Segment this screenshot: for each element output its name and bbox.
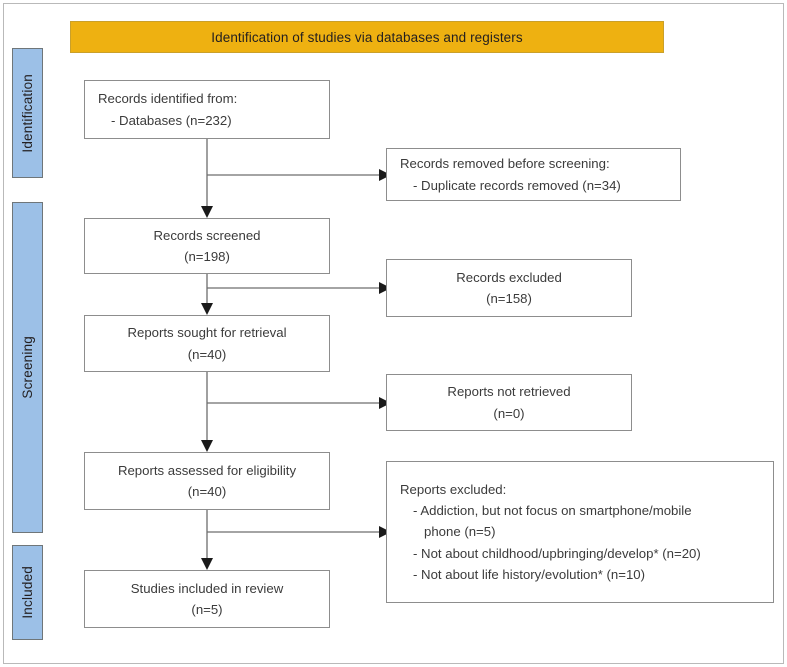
node-records-identified-line1: Records identified from:: [98, 91, 238, 107]
node-reports-excluded-line3: phone (n=5): [424, 524, 496, 540]
stage-label-identification: Identification: [20, 73, 35, 153]
node-studies-included: Studies included in review (n=5): [84, 570, 330, 628]
node-reports-sought: Reports sought for retrieval (n=40): [84, 315, 330, 372]
node-reports-not-retrieved: Reports not retrieved (n=0): [386, 374, 632, 431]
node-studies-included-line2: (n=5): [191, 602, 223, 617]
stage-band-included: Included: [12, 545, 43, 640]
node-records-screened-line2: (n=198): [184, 249, 230, 264]
node-records-screened: Records screened (n=198): [84, 218, 330, 274]
stage-band-identification: Identification: [12, 48, 43, 178]
stage-label-included: Included: [20, 566, 35, 619]
node-reports-assessed-line2: (n=40): [187, 484, 227, 499]
node-reports-excluded-line4: - Not about childhood/upbringing/develop…: [413, 545, 701, 561]
diagram-outer-border: [3, 3, 784, 664]
banner-identification-databases: Identification of studies via databases …: [70, 21, 664, 53]
node-records-removed-line2: - Duplicate records removed (n=34): [413, 177, 621, 193]
node-records-identified: Records identified from: - Databases (n=…: [84, 80, 330, 139]
node-records-removed: Records removed before screening: - Dupl…: [386, 148, 681, 201]
node-reports-excluded-line2: - Addiction, but not focus on smartphone…: [413, 502, 692, 518]
node-records-excluded: Records excluded (n=158): [386, 259, 632, 317]
stage-band-screening: Screening: [12, 202, 43, 533]
node-reports-sought-line2: (n=40): [187, 346, 227, 362]
node-reports-excluded: Reports excluded: - Addiction, but not f…: [386, 461, 774, 603]
node-studies-included-line1: Studies included in review: [130, 580, 284, 596]
node-records-removed-line1: Records removed before screening:: [400, 156, 610, 172]
banner-title: Identification of studies via databases …: [211, 29, 523, 45]
node-reports-sought-line1: Reports sought for retrieval: [127, 325, 287, 341]
node-records-excluded-line1: Records excluded: [456, 269, 562, 285]
node-reports-assessed-line1: Reports assessed for eligibility: [117, 462, 297, 478]
node-records-identified-line2: - Databases (n=232): [111, 112, 232, 128]
node-reports-assessed: Reports assessed for eligibility (n=40): [84, 452, 330, 510]
stage-label-screening: Screening: [20, 336, 35, 399]
node-reports-not-retrieved-line1: Reports not retrieved: [447, 384, 571, 400]
node-records-excluded-line2: (n=158): [486, 291, 532, 306]
node-reports-not-retrieved-line2: (n=0): [493, 405, 525, 421]
node-reports-excluded-line5: - Not about life history/evolution* (n=1…: [413, 567, 646, 583]
node-records-screened-line1: Records screened: [153, 227, 261, 243]
node-reports-excluded-line1: Reports excluded:: [400, 481, 507, 497]
